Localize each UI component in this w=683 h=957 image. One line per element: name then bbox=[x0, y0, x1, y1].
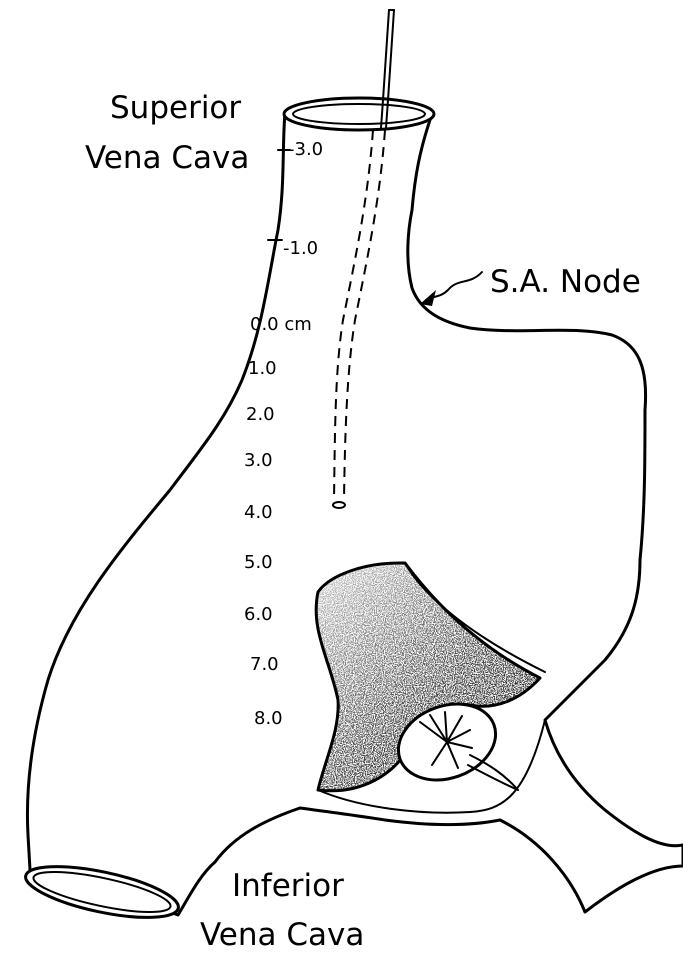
svc-label-line1: Superior bbox=[110, 90, 241, 126]
scale-label: 4.0 bbox=[244, 502, 273, 523]
svc-opening bbox=[284, 98, 434, 130]
scale-label: 7.0 bbox=[250, 654, 279, 675]
sa-node-arrow bbox=[420, 272, 482, 306]
sa-node-label: S.A. Node bbox=[490, 264, 641, 300]
scale-label: -3.0 bbox=[288, 139, 323, 160]
scale-label: 5.0 bbox=[244, 552, 273, 573]
scale-label: 1.0 bbox=[248, 358, 277, 379]
catheter bbox=[383, 10, 394, 100]
scale-label: 6.0 bbox=[244, 604, 273, 625]
scale-label: 2.0 bbox=[246, 404, 275, 425]
ivc-label-line2: Vena Cava bbox=[200, 917, 364, 953]
scale-label: 3.0 bbox=[244, 450, 273, 471]
atrium-body-outline bbox=[27, 112, 683, 915]
scale-label: 8.0 bbox=[254, 708, 283, 729]
scale-label: 0.0 cm bbox=[250, 314, 312, 335]
svc-label-line2: Vena Cava bbox=[85, 140, 249, 176]
ivc-label-line1: Inferior bbox=[232, 868, 344, 904]
scale-label: -1.0 bbox=[283, 238, 318, 259]
